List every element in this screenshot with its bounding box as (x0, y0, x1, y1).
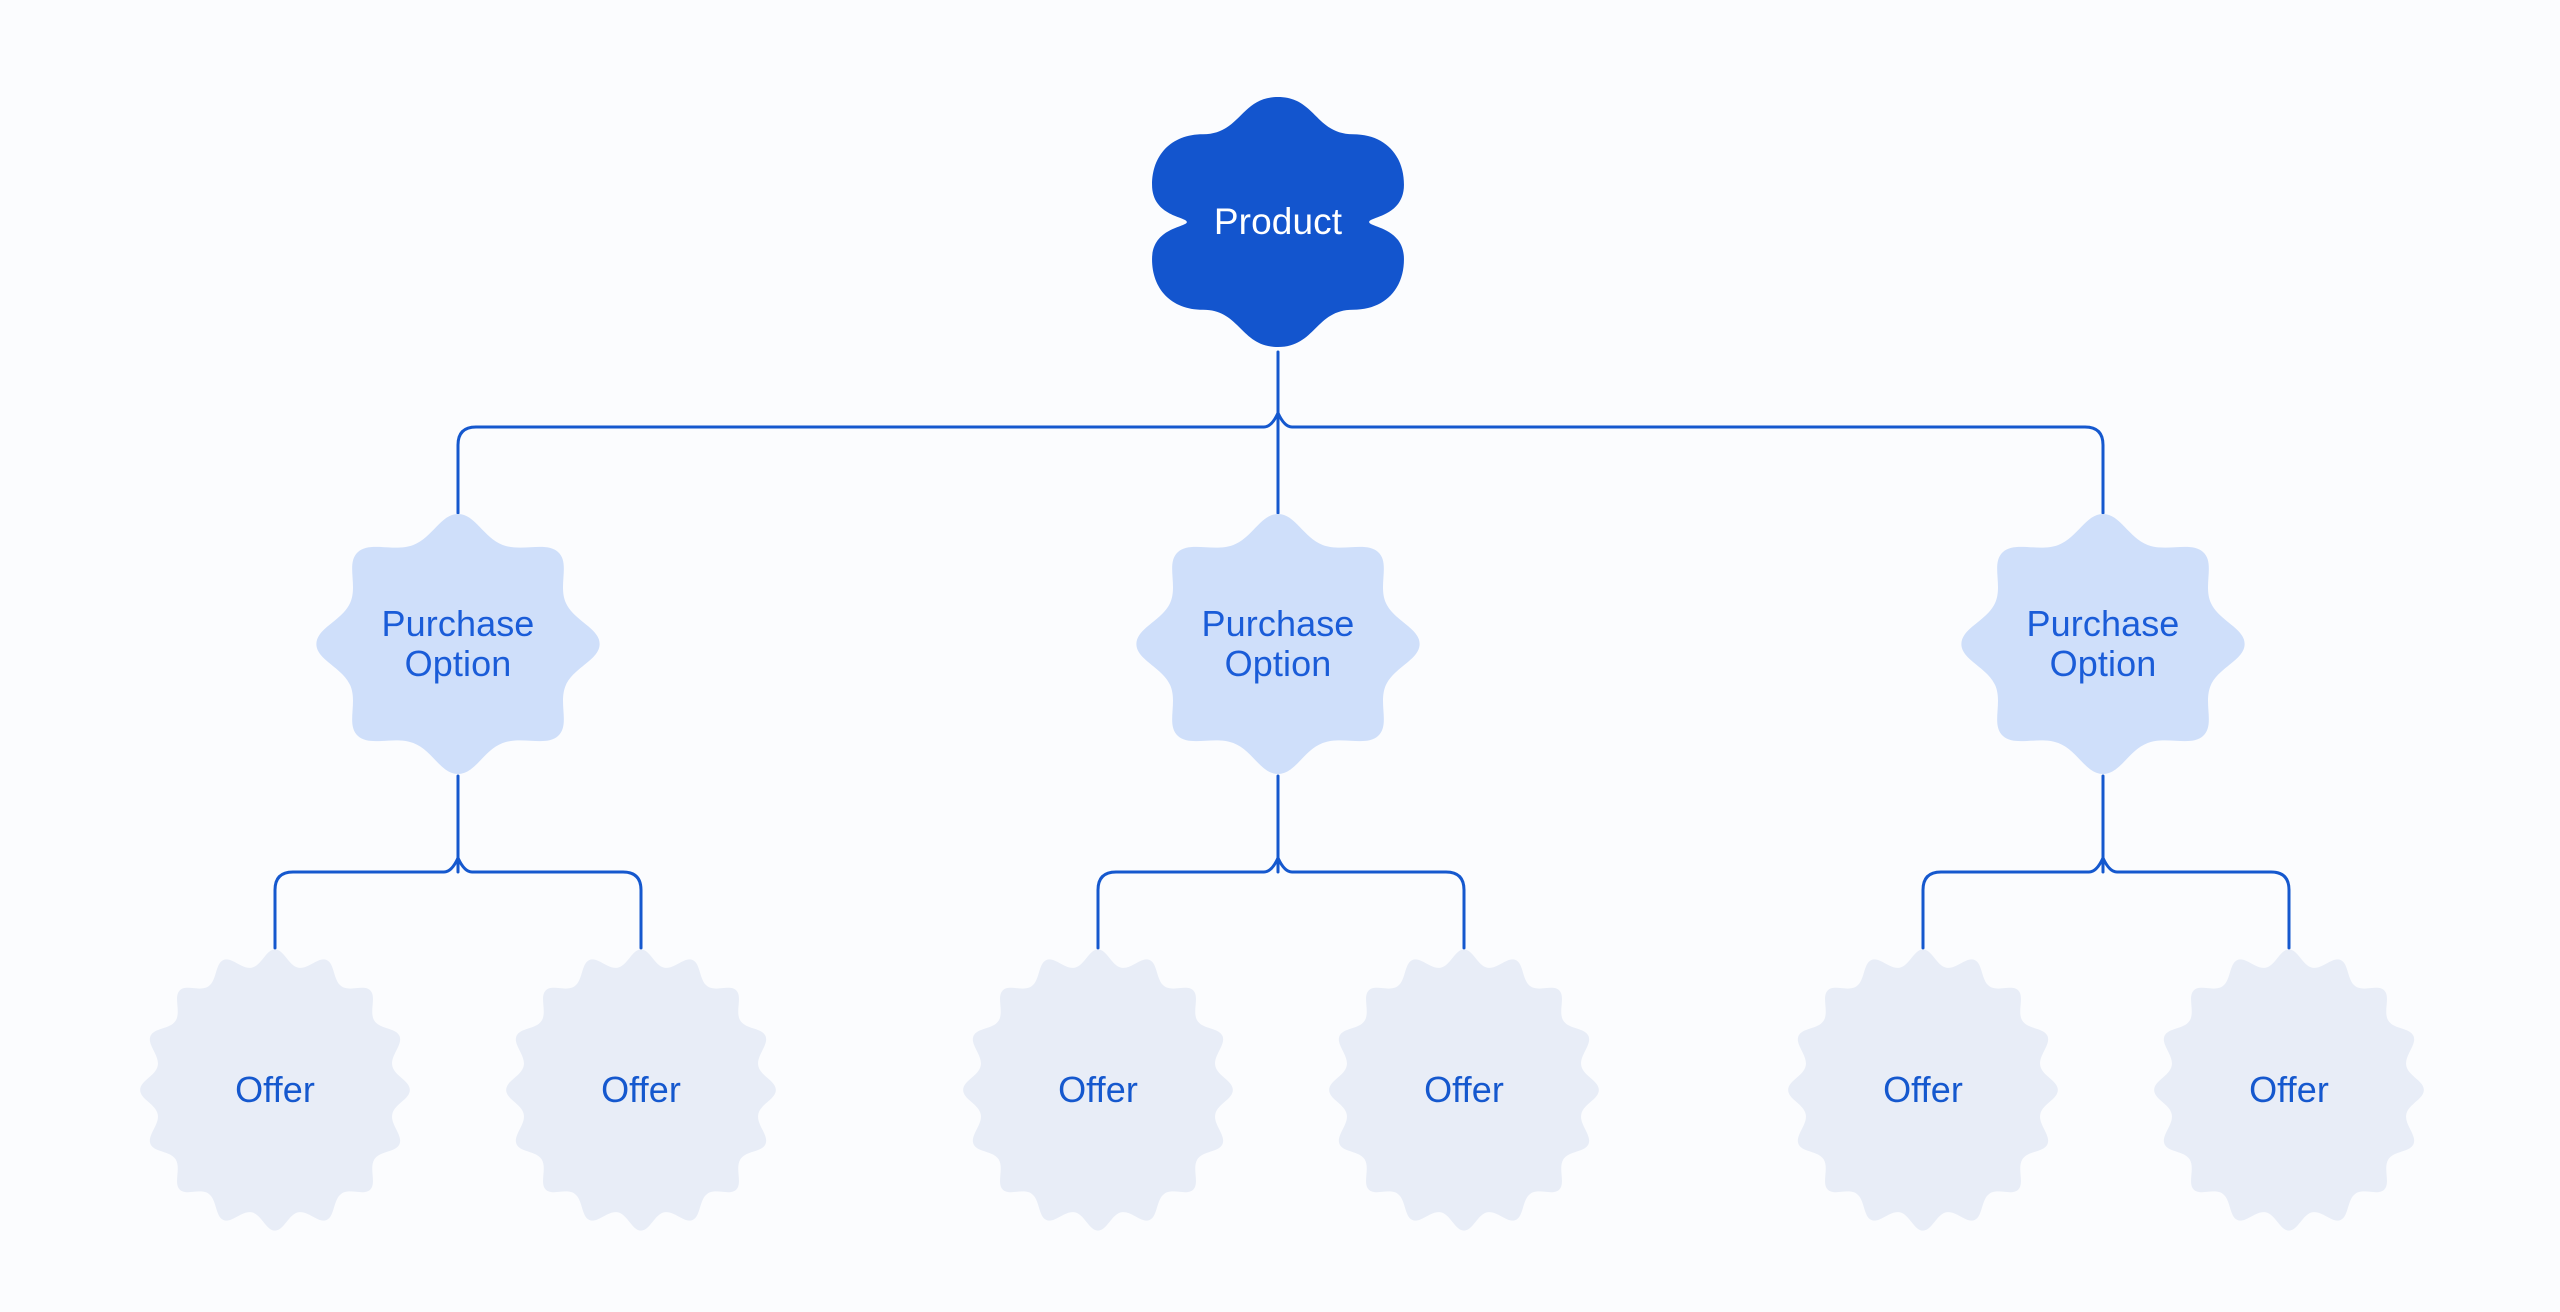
node-label: Offer (601, 1068, 681, 1110)
edge-option-2-left (1096, 856, 1280, 950)
blob-path (506, 949, 776, 1231)
offer-scallop-shape (1329, 949, 1599, 1231)
node-label: Offer (1883, 1068, 1963, 1110)
node-offer-3[interactable]: Offer (959, 945, 1237, 1235)
edge-option-3-left (1921, 856, 2105, 950)
node-purchase-option-1[interactable]: Purchase Option (312, 510, 604, 778)
edge-option-1-right (456, 856, 643, 950)
product-blob-shape (1152, 96, 1404, 348)
purchase-option-blob-shape (1961, 514, 2245, 774)
node-label: Product (1213, 201, 1343, 243)
edge-product-left (456, 411, 1280, 515)
node-label: Offer (235, 1068, 315, 1110)
node-label: Purchase Option (2026, 602, 2180, 684)
node-offer-6[interactable]: Offer (2150, 945, 2428, 1235)
edge-option-1-left (273, 856, 460, 950)
node-label: Purchase Option (1201, 602, 1355, 684)
blob-path (1788, 949, 2058, 1231)
purchase-option-blob-shape (316, 514, 600, 774)
node-offer-4[interactable]: Offer (1325, 945, 1603, 1235)
node-label: Offer (1424, 1068, 1504, 1110)
blob-path (963, 949, 1233, 1231)
node-label: Offer (2249, 1068, 2329, 1110)
edge-product-right (1276, 411, 2105, 515)
node-offer-5[interactable]: Offer (1784, 945, 2062, 1235)
blob-path (316, 514, 600, 774)
blob-path (1961, 514, 2245, 774)
node-purchase-option-2[interactable]: Purchase Option (1132, 510, 1424, 778)
node-offer-1[interactable]: Offer (136, 945, 414, 1235)
offer-scallop-shape (506, 949, 776, 1231)
blob-path (140, 949, 410, 1231)
blob-path (2154, 949, 2424, 1231)
offer-scallop-shape (140, 949, 410, 1231)
node-product[interactable]: Product (1144, 89, 1412, 355)
purchase-option-blob-shape (1136, 514, 1420, 774)
blob-path (1152, 96, 1404, 348)
offer-scallop-shape (1788, 949, 2058, 1231)
offer-scallop-shape (963, 949, 1233, 1231)
node-purchase-option-3[interactable]: Purchase Option (1957, 510, 2249, 778)
node-offer-2[interactable]: Offer (502, 945, 780, 1235)
edge-option-3-right (2101, 856, 2291, 950)
node-label: Purchase Option (381, 602, 535, 684)
edge-option-2-right (1276, 856, 1466, 950)
blob-path (1136, 514, 1420, 774)
offer-scallop-shape (2154, 949, 2424, 1231)
blob-path (1329, 949, 1599, 1231)
node-label: Offer (1058, 1068, 1138, 1110)
